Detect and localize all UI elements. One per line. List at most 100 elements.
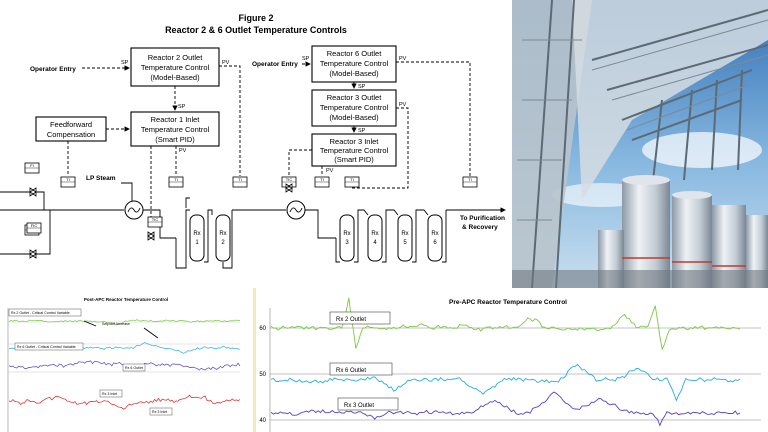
process-control-diagram: Figure 2 Reactor 2 & 6 Outlet Temperatur…: [0, 0, 512, 288]
r2-outlet-line1: Reactor 2 Outlet: [148, 53, 204, 62]
post-label-box-rx6b: [122, 363, 146, 372]
r3-inlet-line2: Temperature Control: [320, 146, 389, 155]
pre-tick-60: 60: [259, 326, 266, 332]
r6-outlet-line1: Reactor 6 Outlet: [327, 49, 383, 58]
pre-apc-chart-svg: Pre-APC Reactor Temperature Control 60 50…: [256, 288, 768, 432]
post-series-rx2-line: [8, 319, 240, 326]
post-apc-chart: Post-APC Reactor Temperature Control Rx …: [0, 288, 253, 432]
pre-series-rx2-line: [270, 297, 741, 351]
line-to-rx3: [305, 209, 336, 239]
r1-inlet-line2: Temperature Control: [141, 125, 210, 134]
instrument-label-10: TIC: [152, 217, 159, 222]
destination-line2: & Recovery: [462, 224, 498, 231]
pre-tick-40: 40: [259, 418, 266, 424]
figure-label: Figure 2: [238, 13, 273, 23]
post-label-box-rx2: [8, 308, 82, 317]
destination-line1: To Purification: [460, 215, 505, 222]
feed-line-1: [0, 191, 45, 210]
refinery-photo: [512, 0, 768, 288]
feed-line-2: [0, 210, 51, 255]
pre-tick-50: 50: [259, 372, 266, 378]
pre-label-rx3: Rx 3 Outlet: [344, 403, 374, 409]
pv-label-r1: PV: [179, 148, 187, 154]
instrument-label-1: TI: [66, 177, 70, 182]
r3-outlet-line2: Temperature Control: [320, 103, 389, 112]
r6-pv-link: [396, 61, 471, 176]
r6-outlet-line2: Temperature Control: [320, 59, 389, 68]
r3-inlet-line1: Reactor 3 Inlet: [330, 137, 380, 146]
sp-label-r1: SP: [178, 104, 186, 110]
pv-label-r2: PV: [222, 60, 230, 66]
pre-label-box-rx2: [329, 311, 391, 325]
reactor-number-rx1: 1: [195, 240, 199, 246]
post-setpoint-arrows: [83, 320, 159, 339]
reactor-rx2: [215, 214, 231, 262]
reactor-pipe-3: [222, 210, 233, 269]
r1-inlet-line1: Reactor 1 Inlet: [151, 115, 201, 124]
steam-valve-2: [285, 183, 293, 193]
exchanger-2-wave: [289, 207, 303, 213]
feedforward-line1: Feedforward: [50, 120, 92, 129]
post-label-rx3: Rx 3 Inlet: [102, 392, 117, 396]
sp-label-r2: SP: [121, 60, 129, 66]
reactor-pipe-1: [175, 209, 190, 269]
reactor-pipe-6: [382, 209, 399, 263]
r3in-output-link: [288, 149, 312, 182]
post-series-rx3-line: [8, 394, 241, 410]
operator-entry-right: Operator Entry: [252, 61, 298, 68]
reactor-rx4: [367, 214, 383, 262]
r6-outlet-control-box: [311, 45, 397, 83]
reactor-number-rx6: 6: [433, 240, 437, 246]
instrument-label-9: FIC: [31, 223, 38, 228]
r3-outlet-line1: Reactor 3 Outlet: [327, 93, 383, 102]
pre-label-box-rx6: [329, 362, 393, 376]
pre-series-rx6-line: [270, 363, 741, 402]
pre-series-rx3-line: [270, 391, 741, 427]
r2-outlet-line3: (Model-Based): [150, 73, 200, 82]
reactor-label-rx5: Rx: [401, 231, 408, 237]
reactor-pipe-2: [204, 209, 213, 263]
instrument-label-3: TI: [238, 177, 242, 182]
reactor-number-rx2: 2: [221, 240, 225, 246]
post-label-rx6: Rx 6 Outlet - Critical Control Variable: [17, 345, 76, 349]
instrument-group: TITITITITITIFIFIFICTICTIC: [24, 162, 478, 236]
rx1-top-pipe: [185, 197, 190, 208]
sp-label-r3in: SP: [358, 128, 366, 134]
reactor-label-rx6: Rx: [431, 231, 438, 237]
sp-label-r3out: SP: [358, 84, 366, 90]
reactor-number-rx4: 4: [373, 240, 377, 246]
refinery-photo-svg: [512, 0, 768, 288]
exchanger-1-wave: [127, 207, 141, 213]
post-chart-title: Post-APC Reactor Temperature Control: [84, 297, 168, 302]
r3-outlet-line3: (Model-Based): [329, 113, 379, 122]
reactor-pipe-8: [442, 210, 447, 263]
instrument-label-4: TI: [320, 177, 324, 182]
pv-label-r6: PV: [399, 56, 407, 62]
feedforward-box: [35, 116, 107, 142]
pv-label-r3in: PV: [326, 168, 334, 174]
reactor-pipe-7: [412, 209, 429, 263]
lp-steam-label: LP Steam: [86, 175, 116, 182]
reactor-rx6: [427, 214, 443, 262]
reactor-label-rx4: Rx: [371, 231, 378, 237]
instrument-label-7: FI: [30, 163, 34, 168]
lp-steam-line: [121, 182, 133, 202]
reactor-label-rx1: Rx: [193, 231, 200, 237]
reactor-label-rx2: Rx: [219, 231, 226, 237]
r2-pv-link: [219, 65, 241, 176]
pre-chart-title: Pre-APC Reactor Temperature Control: [449, 299, 567, 306]
r6-outlet-line3: (Model-Based): [329, 69, 379, 78]
post-label-box-rx6: [14, 342, 84, 351]
pre-apc-chart: Pre-APC Reactor Temperature Control 60 50…: [256, 288, 768, 432]
r1-inlet-control-box: [130, 111, 220, 147]
feed-valve-1: [29, 187, 37, 197]
steam-valve-1: [147, 231, 155, 241]
feed-valve-2: [29, 249, 37, 259]
pre-label-rx2: Rx 2 Outlet: [336, 317, 366, 323]
post-label-rx3b: Rx 3 Inlet: [152, 410, 167, 414]
pre-label-rx6: Rx 6 Outlet: [336, 368, 366, 374]
reactor-rx3: [339, 214, 355, 262]
reactor-label-rx3: Rx: [343, 231, 350, 237]
r2-outlet-control-box: [130, 47, 220, 87]
